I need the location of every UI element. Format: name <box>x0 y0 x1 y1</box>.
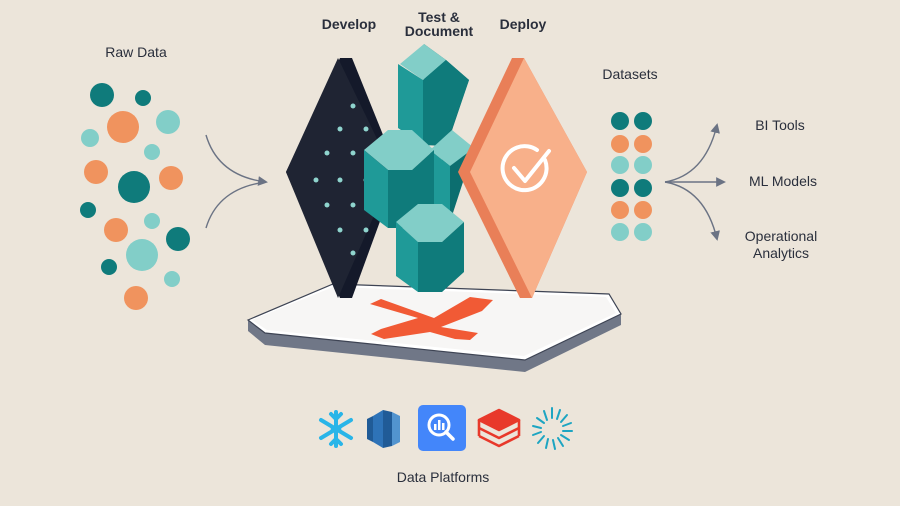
data-platforms-label: Data Platforms <box>396 469 490 485</box>
operational-analytics-label-line2: Analytics <box>752 245 810 261</box>
ml-models-label: ML Models <box>749 173 817 189</box>
test-label-line2: Document <box>404 23 474 39</box>
deploy-label: Deploy <box>499 16 547 32</box>
output-arrows <box>664 123 726 241</box>
input-arrows <box>205 134 268 229</box>
starburst-icon <box>532 407 573 450</box>
raw-data-dots <box>80 83 190 310</box>
datasets-label: Datasets <box>602 66 658 82</box>
raw-data-label: Raw Data <box>105 44 167 60</box>
redshift-icon <box>367 410 400 448</box>
check-circle-icon <box>500 144 551 193</box>
operational-analytics-label-line1: Operational <box>744 228 818 244</box>
dbt-logo <box>370 297 493 340</box>
develop-label: Develop <box>321 16 377 32</box>
deploy-diamond <box>458 58 587 298</box>
datasets-grid <box>611 112 652 241</box>
test-document-cubes <box>364 44 474 292</box>
snowflake-icon <box>319 410 353 448</box>
test-label-line1: Test & <box>418 9 460 25</box>
develop-diamond <box>286 58 398 298</box>
bigquery-icon <box>418 405 466 451</box>
bi-tools-label: BI Tools <box>755 117 805 133</box>
databricks-icon <box>477 408 521 448</box>
